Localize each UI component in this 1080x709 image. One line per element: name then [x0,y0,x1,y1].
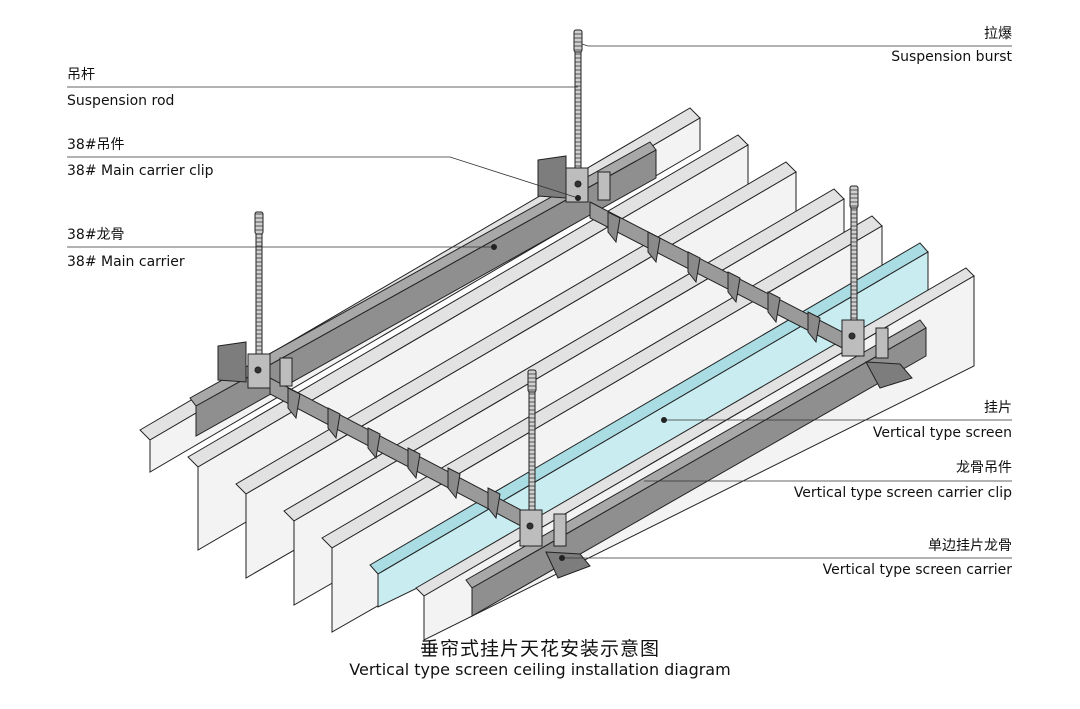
main-carrier-left [189,141,657,437]
label-screen-carrier-clip-zh: 龙骨吊件 [956,460,1012,476]
caption-en: Vertical type screen ceiling installatio… [349,660,731,679]
leader-lines [67,43,1012,559]
carrier-hooks [607,211,821,344]
suspension-rod [254,211,264,359]
label-screen-carrier-zh: 单边挂片龙骨 [928,538,1012,554]
suspension-rods [254,29,859,519]
screen-carrier-clip [841,319,913,389]
main-carrier-clip [217,341,293,389]
label-vertical-screen-en: Vertical type screen [872,425,1012,441]
label-suspension-rod-en: Suspension rod [67,93,175,109]
label-suspension-rod-zh: 吊杆 [67,67,95,83]
label-expansion-bolt-zh: 拉爆 [984,26,1012,42]
carrier-hooks [287,387,501,520]
leader-main-carrier-clip [67,156,579,199]
suspension-rod [849,185,859,329]
label-main-carrier-clip-zh: 38#吊件 [67,137,125,153]
label-main-carrier-zh: 38#龙骨 [67,227,125,243]
label-main-carrier-clip-en: 38# Main carrier clip [67,163,214,179]
main-carrier-front [465,319,927,617]
label-screen-carrier-clip-en: Vertical type screen carrier clip [793,485,1012,501]
label-expansion-bolt-en: Suspension burst [891,49,1012,65]
screen-carrier-back [589,201,859,357]
suspension-rod [527,369,537,519]
caption-zh: 垂帘式挂片天花安装示意图 [419,638,660,660]
screen-carrier-clip [519,509,591,579]
leader-expansion-bolt [581,43,1012,47]
label-vertical-screen-zh: 挂片 [984,400,1012,416]
label-main-carrier-en: 38# Main carrier [67,254,185,270]
label-screen-carrier-en: Vertical type screen carrier [822,562,1012,578]
leader-dots [491,195,667,561]
suspension-rod [573,29,583,181]
